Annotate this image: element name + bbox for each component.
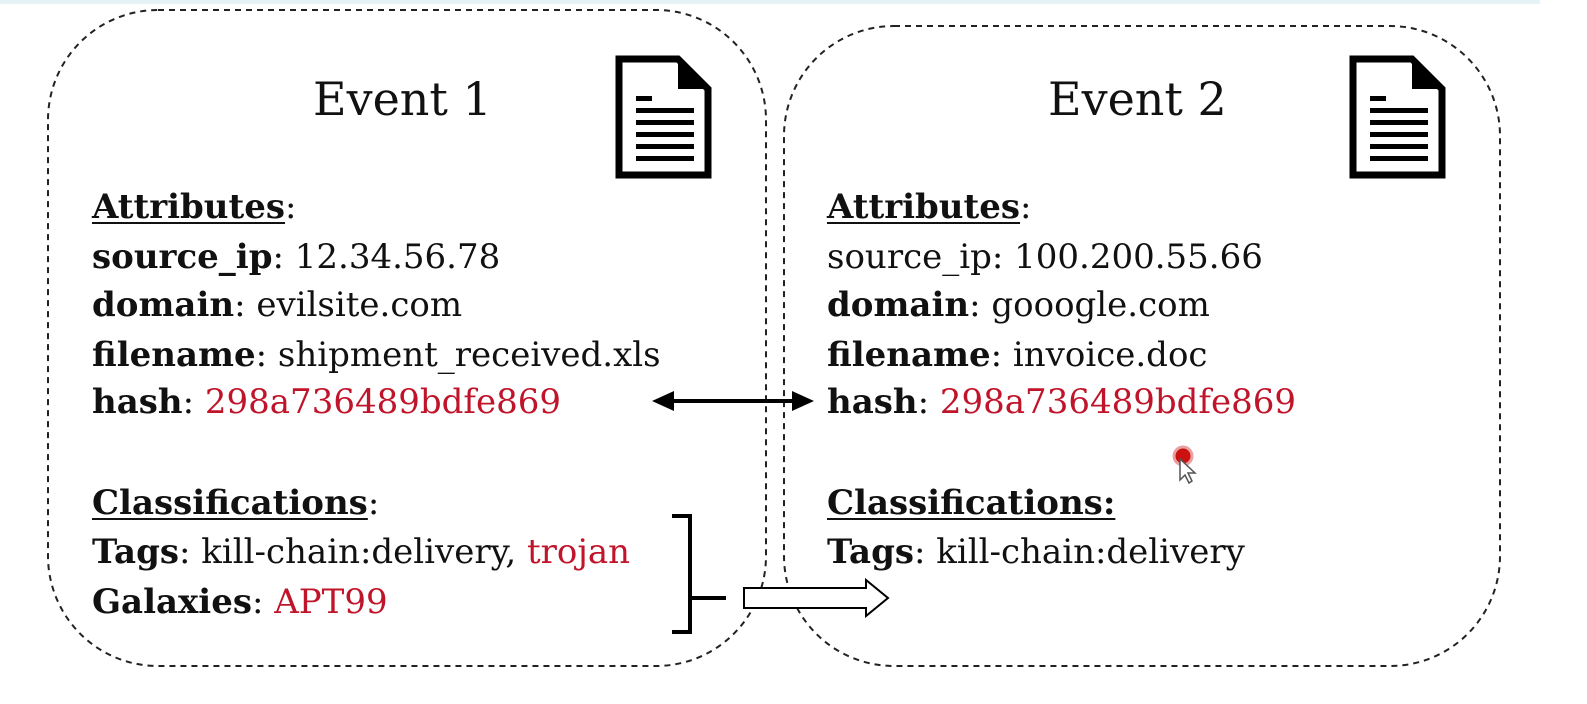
colon: :	[917, 382, 940, 422]
hash-key: hash	[827, 382, 918, 422]
colon: :	[991, 237, 1015, 277]
source-ip-value: 12.34.56.78	[294, 237, 501, 277]
top-border-line	[0, 0, 1540, 4]
filename-key: filename	[92, 335, 256, 375]
classifications-label: Classifications	[92, 483, 368, 523]
colon: :	[179, 532, 202, 572]
colon: :	[182, 382, 205, 422]
event2-title: Event 2	[1048, 72, 1227, 126]
colon: :	[367, 483, 380, 523]
colon: :	[285, 187, 297, 227]
galaxies-value: APT99	[274, 582, 388, 622]
domain-value: gooogle.com	[991, 285, 1210, 325]
source-ip-key: source_ip	[92, 237, 273, 277]
colon: :	[914, 532, 937, 572]
colon: :	[255, 335, 278, 375]
colon: :	[251, 582, 275, 622]
colon: :	[969, 285, 992, 325]
colon: :	[234, 285, 257, 325]
classification-brace	[672, 514, 726, 634]
event2-tags-row: Tags: kill-chain:delivery	[827, 535, 1245, 569]
event1-hash-row: hash: 298a736489bdfe869	[92, 385, 561, 419]
event2-container	[783, 25, 1501, 667]
classifications-label: Classifications:	[827, 483, 1116, 523]
filename-key: filename	[827, 335, 991, 375]
event2-attributes-heading: Attributes:	[827, 190, 1031, 224]
event1-title: Event 1	[313, 72, 492, 126]
cursor-pointer-icon	[1172, 445, 1197, 485]
event2-domain-row: domain: gooogle.com	[827, 288, 1210, 322]
domain-key: domain	[92, 285, 235, 325]
domain-key: domain	[827, 285, 970, 325]
domain-value: evilsite.com	[256, 285, 463, 325]
event2-classifications-heading: Classifications:	[827, 486, 1115, 520]
galaxies-key: Galaxies	[92, 582, 252, 622]
event2-filename-row: filename: invoice.doc	[827, 338, 1207, 372]
tags-key: Tags	[92, 532, 179, 572]
event1-domain-row: domain: evilsite.com	[92, 288, 462, 322]
colon: :	[1020, 187, 1032, 227]
colon: :	[990, 335, 1013, 375]
colon: :	[272, 237, 295, 277]
hash-value: 298a736489bdfe869	[939, 382, 1296, 422]
event2-source-ip-row: source_ip: 100.200.55.66	[827, 240, 1263, 274]
event1-source-ip-row: source_ip: 12.34.56.78	[92, 240, 500, 274]
filename-value: invoice.doc	[1012, 335, 1208, 375]
hash-value: 298a736489bdfe869	[204, 382, 561, 422]
event1-classifications-heading: Classifications:	[92, 486, 379, 520]
tags-value: kill-chain:delivery,	[201, 532, 527, 572]
source-ip-value: 100.200.55.66	[1014, 237, 1263, 277]
event1-tags-row: Tags: kill-chain:delivery, trojan	[92, 535, 630, 569]
propagation-block-arrow	[743, 577, 890, 619]
document-icon	[615, 55, 712, 179]
event1-galaxies-row: Galaxies: APT99	[92, 585, 388, 619]
tag-trojan: trojan	[526, 532, 631, 572]
tags-key: Tags	[827, 532, 914, 572]
source-ip-key: source_ip	[827, 237, 992, 277]
attributes-label: Attributes	[827, 187, 1020, 227]
attributes-label: Attributes	[92, 187, 285, 227]
tags-value: kill-chain:delivery	[936, 532, 1245, 572]
hash-key: hash	[92, 382, 183, 422]
event1-filename-row: filename: shipment_received.xls	[92, 338, 661, 372]
filename-value: shipment_received.xls	[277, 335, 661, 375]
document-icon	[1349, 55, 1446, 179]
event1-attributes-heading: Attributes:	[92, 190, 296, 224]
hash-match-double-arrow	[652, 391, 814, 411]
event1-container	[47, 9, 767, 667]
event2-hash-row: hash: 298a736489bdfe869	[827, 385, 1296, 419]
